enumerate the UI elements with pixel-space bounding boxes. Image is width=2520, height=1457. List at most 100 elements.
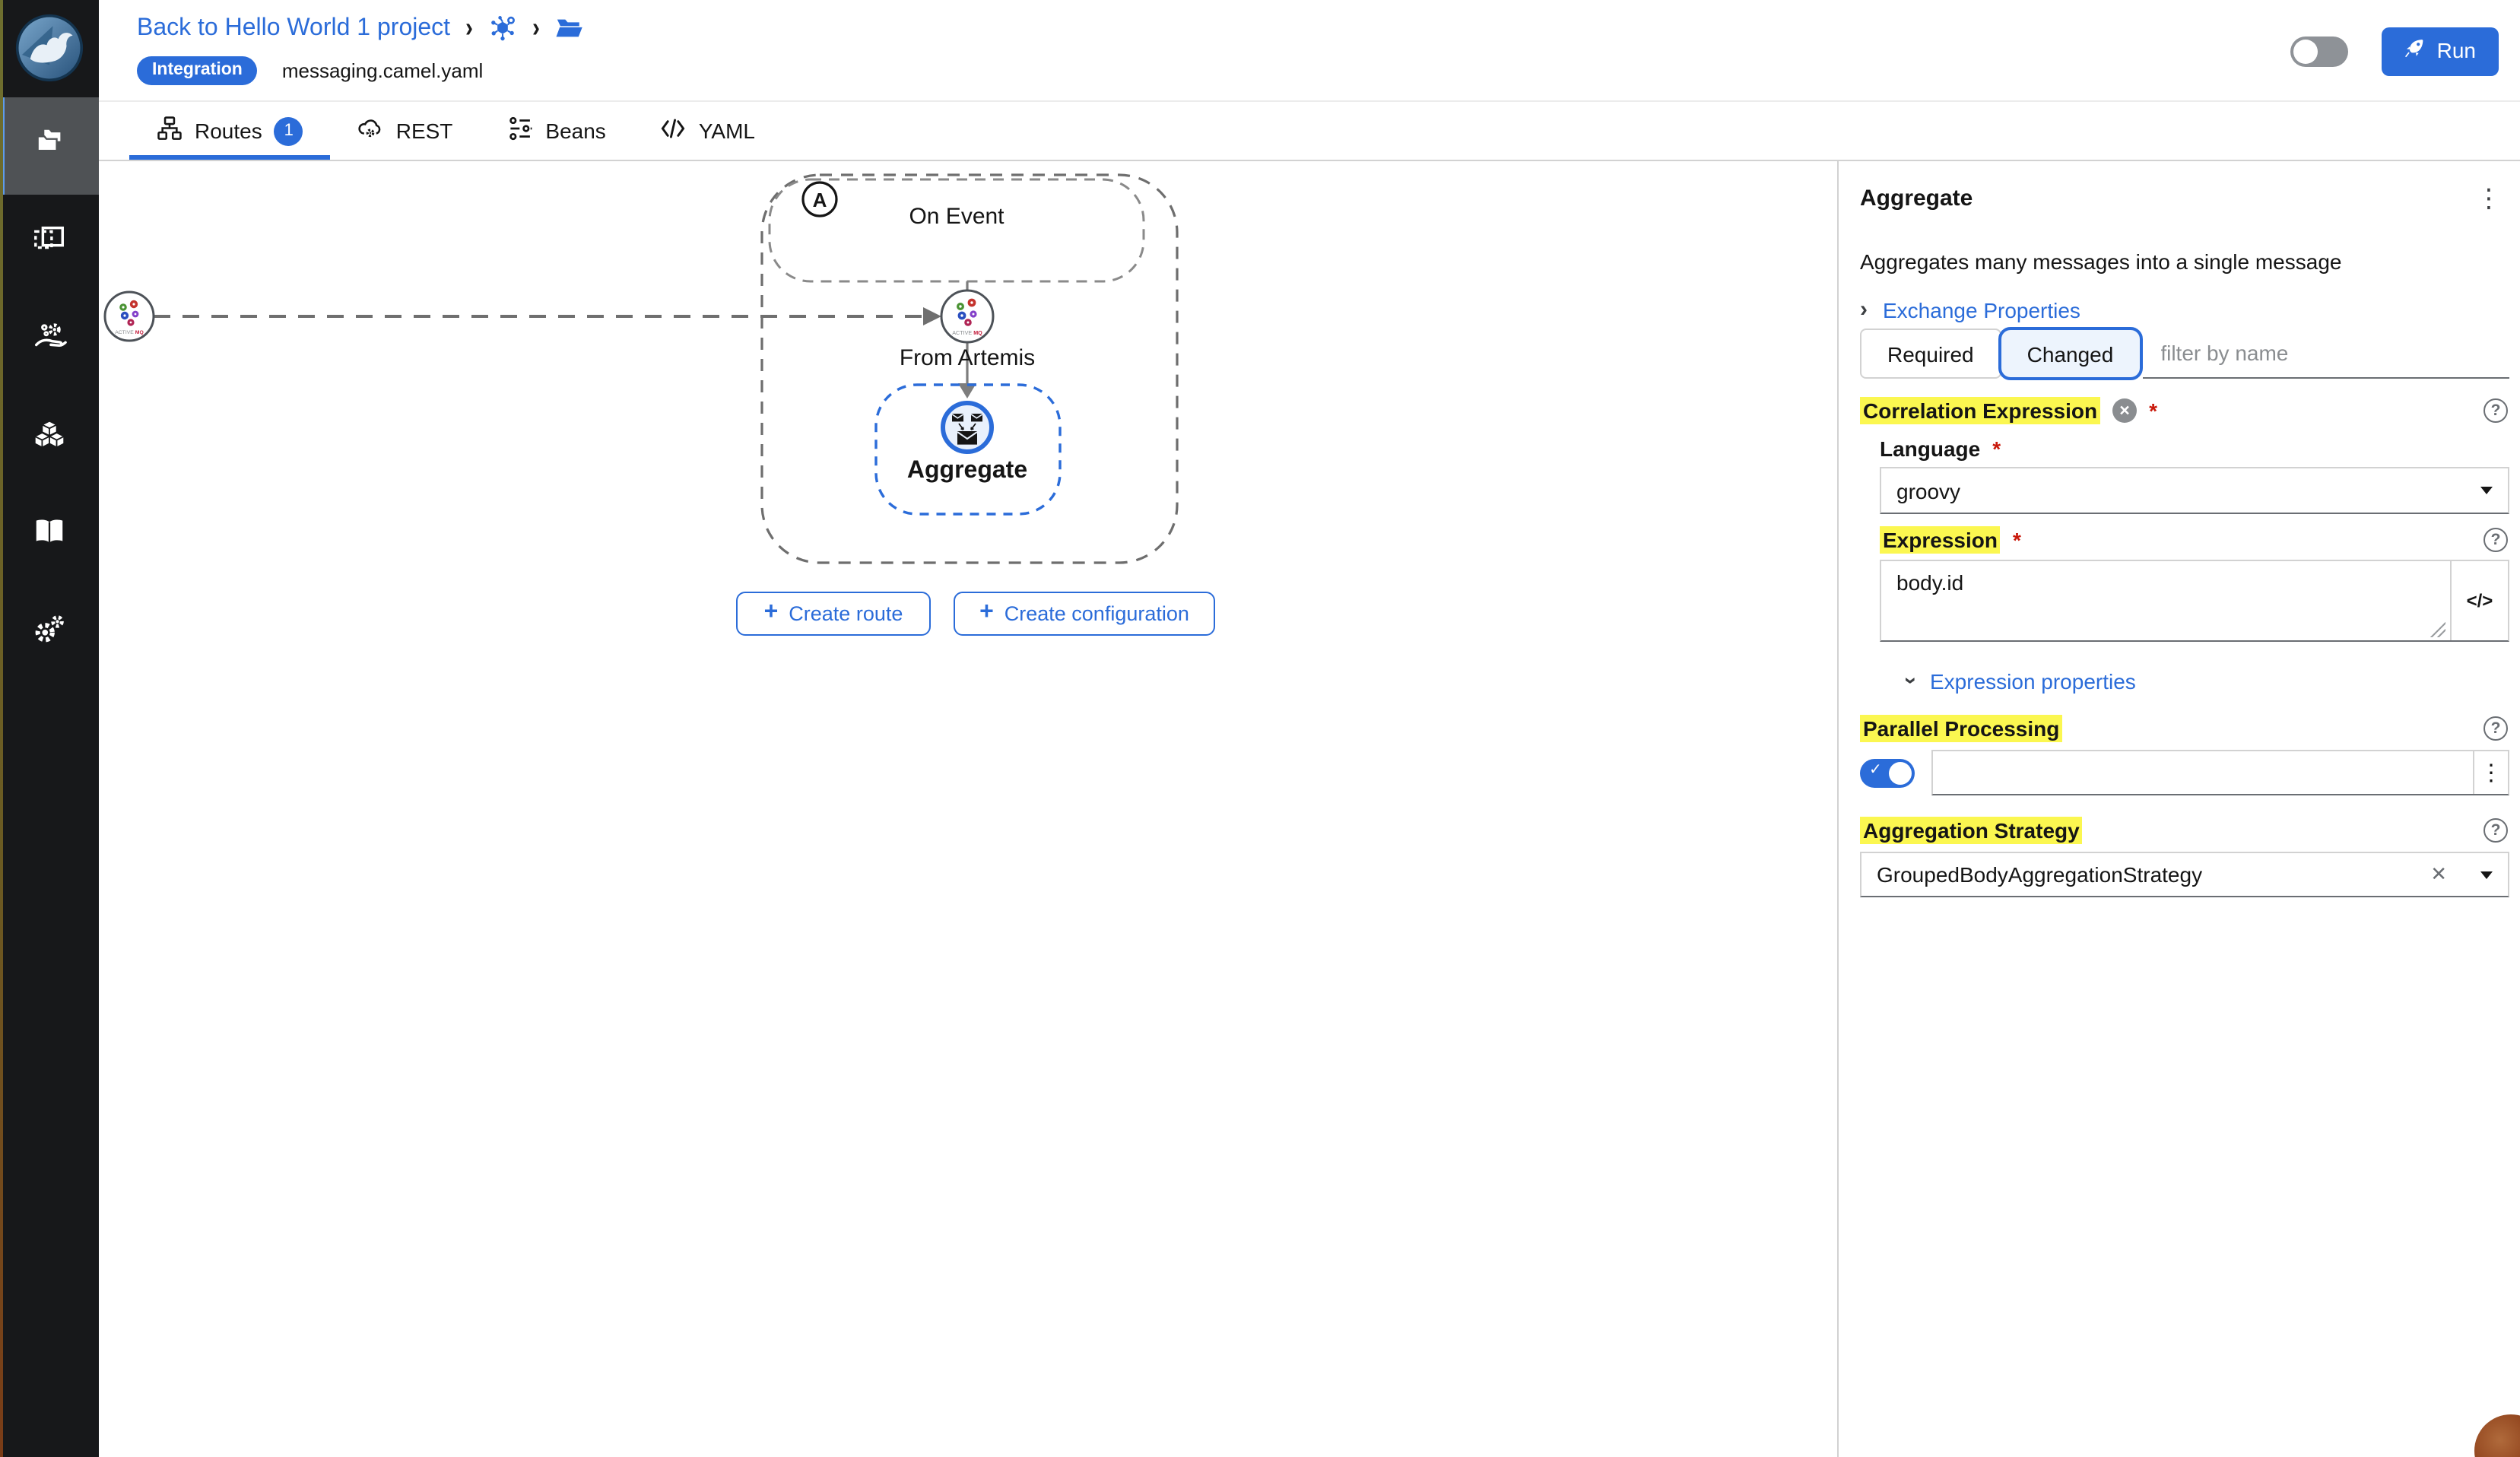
- breadcrumb-separator: ›: [532, 12, 541, 44]
- resize-grip[interactable]: [2430, 622, 2445, 637]
- language-value: groovy: [1896, 478, 1961, 503]
- on-event-container[interactable]: [768, 178, 1145, 283]
- help-icon[interactable]: ?: [2484, 716, 2508, 741]
- required-asterisk: *: [1992, 436, 2001, 461]
- sidebar-item-settings[interactable]: [0, 584, 99, 681]
- aggregation-strategy-value: GroupedBodyAggregationStrategy: [1877, 862, 2203, 887]
- sidebar-item-components[interactable]: [0, 389, 99, 487]
- left-sidebar: [0, 0, 99, 1457]
- toggle-knob: [1889, 761, 1912, 784]
- sidebar-item-design[interactable]: [0, 195, 99, 292]
- breadcrumb-separator: ›: [465, 12, 474, 44]
- help-icon[interactable]: ?: [2484, 818, 2508, 843]
- expression-textarea[interactable]: body.id: [1881, 561, 2450, 640]
- tab-beans[interactable]: Beans: [480, 102, 633, 160]
- tab-routes[interactable]: Routes 1: [129, 102, 331, 160]
- sidebar-item-catalog[interactable]: [0, 487, 99, 584]
- clear-selection-icon[interactable]: ✕: [2430, 862, 2447, 885]
- required-asterisk: *: [2149, 398, 2157, 423]
- create-configuration-label: Create configuration: [1004, 602, 1189, 625]
- correlation-expression-label: Correlation Expression: [1860, 397, 2101, 424]
- panel-description: Aggregates many messages into a single m…: [1860, 249, 2342, 274]
- parallel-processing-row: Parallel Processing ?: [1860, 715, 2509, 742]
- tab-label: YAML: [698, 119, 755, 143]
- theme-toggle[interactable]: [2290, 36, 2349, 66]
- routes-count-badge: 1: [274, 116, 303, 145]
- breadcrumb: Back to Hello World 1 project › ›: [137, 12, 584, 44]
- chevron-down-icon: ›: [1898, 677, 1924, 684]
- aggregate-icon: [951, 414, 983, 445]
- beans-icon: [507, 116, 533, 146]
- integration-icon[interactable]: [488, 14, 517, 43]
- header-actions: Run: [2290, 0, 2499, 102]
- remote-edge-arrowhead: [923, 307, 941, 325]
- gears-icon: [32, 611, 67, 654]
- screen-edge-sliver: [0, 0, 3, 1457]
- tab-rest[interactable]: REST: [331, 102, 481, 160]
- help-icon[interactable]: ?: [2484, 528, 2508, 552]
- camel-logo[interactable]: [15, 14, 84, 82]
- code-icon: </>: [2466, 590, 2493, 611]
- sidebar-item-services[interactable]: [0, 292, 99, 389]
- parallel-processing-controls: ✓ ⋮: [1860, 750, 2509, 795]
- dashed-canvas-icon: [32, 222, 67, 265]
- code-brackets-icon: [661, 116, 687, 146]
- exchange-properties-toggle[interactable]: › Exchange Properties: [1860, 297, 2509, 322]
- create-configuration-button[interactable]: + Create configuration: [954, 592, 1215, 636]
- parallel-processing-switch[interactable]: ✓: [1860, 758, 1915, 787]
- route-badge-circle[interactable]: [801, 181, 838, 217]
- aggregate-node[interactable]: [941, 401, 994, 454]
- properties-panel: Aggregate ⋮ Aggregates many messages int…: [1837, 161, 2520, 1457]
- changed-filter-button[interactable]: Changed: [1998, 327, 2143, 380]
- corner-decoration: [2474, 1414, 2520, 1457]
- back-to-project-link[interactable]: Back to Hello World 1 project: [137, 14, 451, 40]
- routes-icon: [157, 116, 182, 146]
- cubes-icon: [32, 417, 67, 459]
- expression-properties-link: Expression properties: [1930, 668, 2136, 693]
- run-button[interactable]: Run: [2382, 27, 2499, 75]
- language-label-row: Language *: [1880, 436, 2509, 461]
- create-route-button[interactable]: + Create route: [736, 592, 931, 636]
- rocket-icon: [2405, 37, 2426, 63]
- tab-label: REST: [395, 119, 453, 143]
- aggregate-label: Aggregate: [907, 456, 1027, 483]
- edge-arrowhead: [958, 383, 976, 398]
- hand-gear-icon: [32, 319, 67, 362]
- exchange-properties-link: Exchange Properties: [1883, 297, 2080, 322]
- expression-label: Expression: [1880, 526, 2001, 554]
- sidebar-item-projects[interactable]: [0, 97, 99, 195]
- activemq-logo: [957, 298, 977, 326]
- page-header: Back to Hello World 1 project › › Integr…: [99, 0, 2520, 102]
- clear-field-icon[interactable]: ✕: [2112, 398, 2138, 423]
- required-filter-button[interactable]: Required: [1860, 329, 2001, 379]
- language-select[interactable]: groovy: [1880, 467, 2509, 514]
- file-name: messaging.camel.yaml: [281, 59, 484, 82]
- file-meta: Integration messaging.camel.yaml: [137, 56, 483, 85]
- help-icon[interactable]: ?: [2484, 398, 2508, 423]
- expression-label-row: Expression * ?: [1880, 526, 2509, 554]
- panel-kebab-menu[interactable]: ⋮: [2468, 186, 2509, 211]
- open-folder-icon[interactable]: [555, 14, 584, 43]
- filter-by-name-input[interactable]: [2142, 329, 2509, 379]
- route-group-container[interactable]: [760, 173, 1179, 564]
- tab-label: Beans: [545, 119, 606, 143]
- integration-badge: Integration: [137, 56, 258, 85]
- field-kebab-menu[interactable]: ⋮: [2474, 751, 2508, 794]
- parallel-processing-input[interactable]: [1933, 751, 2473, 794]
- code-editor-button[interactable]: </>: [2450, 561, 2508, 640]
- toggle-knob: [2293, 39, 2318, 63]
- divider: [2473, 751, 2474, 794]
- create-route-label: Create route: [789, 602, 903, 625]
- aggregation-strategy-select[interactable]: GroupedBodyAggregationStrategy ✕: [1860, 852, 2509, 897]
- filter-toolbar: Required Changed: [1860, 327, 2509, 380]
- plus-icon: +: [979, 599, 994, 625]
- check-icon: ✓: [1869, 762, 1882, 779]
- tab-yaml[interactable]: YAML: [633, 102, 782, 160]
- expression-properties-toggle[interactable]: › Expression properties: [1898, 668, 2509, 694]
